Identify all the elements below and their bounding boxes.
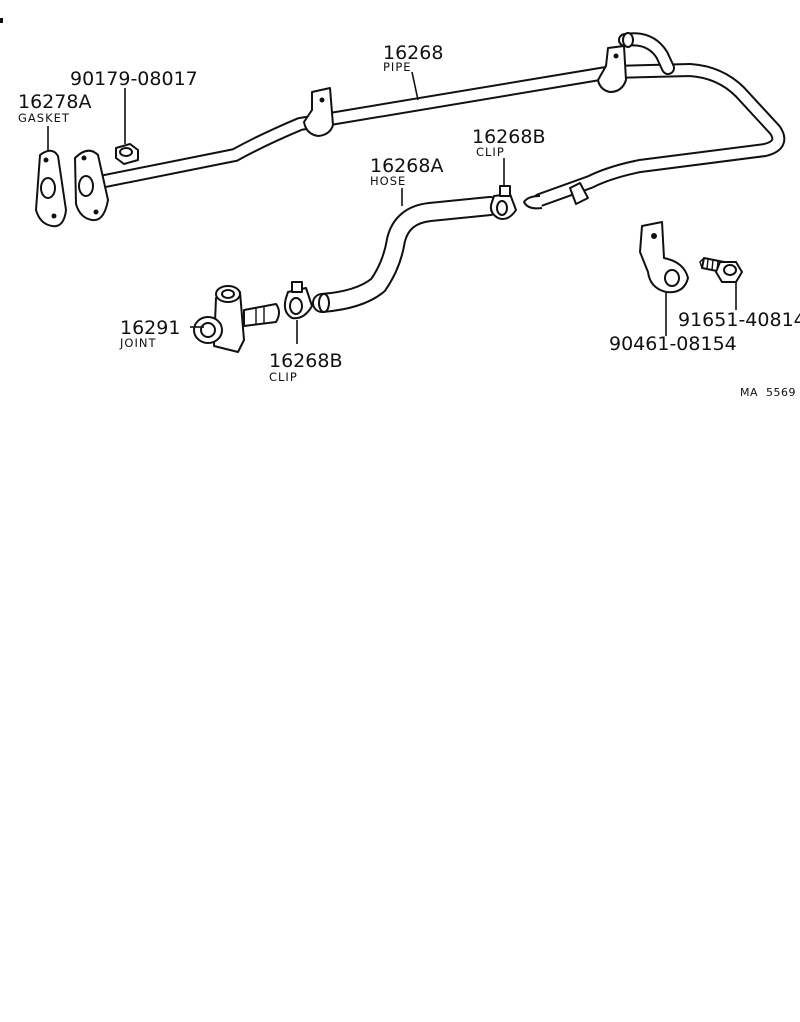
joint-number: 16291 (120, 317, 180, 339)
nut-drawing (115, 143, 139, 165)
nut-number: 90179-08017 (70, 68, 198, 90)
gasket-number: 16278A (18, 91, 91, 113)
hose-name: HOSE (370, 174, 406, 188)
hose-number: 16268A (370, 155, 443, 177)
drawing-code: MA 5569 (740, 386, 796, 399)
leader-lines (47, 71, 737, 344)
gasket-name: GASKET (18, 111, 70, 125)
pipe-drawing (74, 32, 786, 222)
gasket-drawing (35, 149, 67, 228)
clamp-number: 90461-08154 (609, 333, 737, 355)
pipe-bracket-right (597, 45, 627, 93)
clamp-drawing (639, 221, 689, 294)
clip-lower-number: 16268B (269, 350, 342, 372)
hose-drawing (312, 196, 500, 313)
corner-mark (0, 18, 3, 23)
clip-lower-drawing (283, 281, 313, 320)
clip-upper-name: CLIP (476, 145, 505, 159)
clip-upper-number: 16268B (472, 126, 545, 148)
bolt-drawing (699, 257, 743, 283)
pipe-name: PIPE (383, 60, 412, 74)
clip-lower-name: CLIP (269, 370, 298, 384)
bolt-number: 91651-40814 (678, 309, 800, 331)
joint-name: JOINT (119, 336, 156, 350)
joint-drawing (193, 285, 280, 353)
pipe-bracket-left (303, 87, 334, 137)
clip-upper-drawing (489, 185, 517, 220)
pipe-number: 16268 (383, 42, 443, 64)
